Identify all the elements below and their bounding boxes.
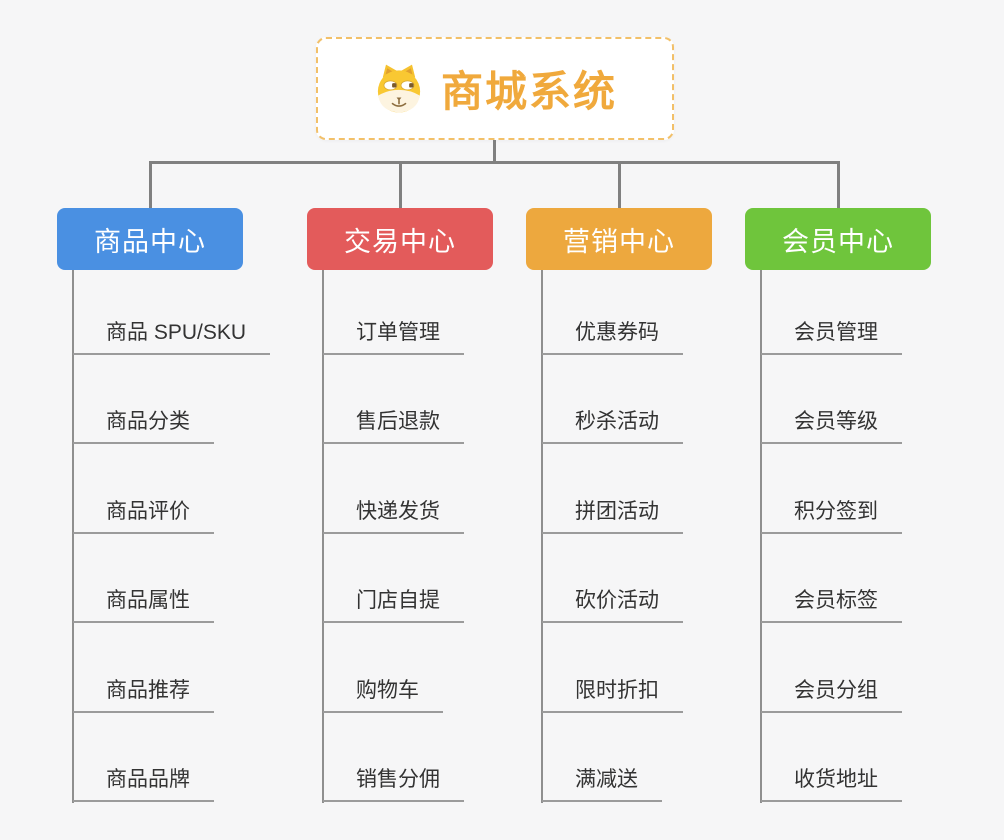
leaf-topic[interactable]: 优惠券码 — [542, 316, 683, 355]
connector-branch-spine — [322, 270, 324, 803]
branch-header[interactable]: 营销中心 — [526, 208, 712, 270]
leaf-row: 积分签到 — [761, 444, 991, 534]
root-topic[interactable]: 商城系统 — [316, 37, 674, 140]
leaf-topic[interactable]: 会员管理 — [761, 316, 902, 355]
leaf-row: 购物车 — [323, 623, 553, 713]
branch-header[interactable]: 交易中心 — [307, 208, 493, 270]
connector-drop — [836, 163, 840, 209]
leaf-topic[interactable]: 积分签到 — [761, 495, 902, 534]
leaf-row: 销售分佣 — [323, 713, 553, 802]
leaf-topic[interactable]: 会员分组 — [761, 674, 902, 713]
leaf-row: 会员等级 — [761, 355, 991, 444]
leaf-row: 限时折扣 — [542, 623, 772, 713]
leaf-topic[interactable]: 秒杀活动 — [542, 405, 683, 444]
leaf-row: 售后退款 — [323, 355, 553, 444]
connector-branch-spine — [541, 270, 543, 803]
branch-header[interactable]: 会员中心 — [745, 208, 931, 270]
leaf-row: 秒杀活动 — [542, 355, 772, 444]
leaf-row: 收货地址 — [761, 713, 991, 802]
connector-branch-spine — [760, 270, 762, 803]
leaf-topic[interactable]: 快递发货 — [323, 495, 464, 534]
root-topic-label: 商城系统 — [440, 68, 617, 115]
leaf-topic[interactable]: 商品属性 — [73, 584, 214, 623]
leaf-row: 商品品牌 — [73, 713, 303, 802]
leaf-topic[interactable]: 订单管理 — [323, 316, 464, 355]
leaf-row: 会员标签 — [761, 534, 991, 623]
leaf-topic[interactable]: 满减送 — [542, 763, 662, 802]
connector-drop — [398, 163, 402, 209]
branch-header[interactable]: 商品中心 — [57, 208, 243, 270]
leaf-topic[interactable]: 砍价活动 — [542, 584, 683, 623]
connector-root-stub — [493, 140, 496, 163]
leaf-row: 优惠券码 — [542, 265, 772, 355]
branch-leaves: 优惠券码秒杀活动拼团活动砍价活动限时折扣满减送 — [542, 265, 772, 802]
leaf-row: 满减送 — [542, 713, 772, 802]
leaf-topic[interactable]: 门店自提 — [323, 584, 464, 623]
leaf-row: 会员管理 — [761, 265, 991, 355]
leaf-topic[interactable]: 商品推荐 — [73, 674, 214, 713]
leaf-row: 快递发货 — [323, 444, 553, 534]
branch-leaves: 订单管理售后退款快递发货门店自提购物车销售分佣 — [323, 265, 553, 802]
leaf-row: 拼团活动 — [542, 444, 772, 534]
leaf-row: 商品 SPU/SKU — [73, 265, 303, 355]
leaf-row: 会员分组 — [761, 623, 991, 713]
shiba-dog-icon — [377, 64, 421, 113]
leaf-topic[interactable]: 会员标签 — [761, 584, 902, 623]
leaf-row: 商品推荐 — [73, 623, 303, 713]
connector-drop — [148, 163, 152, 209]
leaf-topic[interactable]: 销售分佣 — [323, 763, 464, 802]
leaf-topic[interactable]: 拼团活动 — [542, 495, 683, 534]
branch-leaves: 商品 SPU/SKU 商品分类商品评价商品属性商品推荐商品品牌 — [73, 265, 303, 802]
leaf-topic[interactable]: 购物车 — [323, 674, 443, 713]
leaf-row: 商品属性 — [73, 534, 303, 623]
leaf-row: 商品分类 — [73, 355, 303, 444]
leaf-row: 砍价活动 — [542, 534, 772, 623]
leaf-topic[interactable]: 商品评价 — [73, 495, 214, 534]
connector-drop — [617, 163, 621, 209]
connector-bus — [149, 161, 840, 164]
leaf-topic[interactable]: 收货地址 — [761, 763, 902, 802]
leaf-topic[interactable]: 商品品牌 — [73, 763, 214, 802]
branch-leaves: 会员管理会员等级积分签到会员标签会员分组收货地址 — [761, 265, 991, 802]
leaf-topic[interactable]: 售后退款 — [323, 405, 464, 444]
leaf-row: 商品评价 — [73, 444, 303, 534]
leaf-row: 订单管理 — [323, 265, 553, 355]
leaf-row: 门店自提 — [323, 534, 553, 623]
connector-branch-spine — [72, 270, 74, 803]
leaf-topic[interactable]: 商品 SPU/SKU — [73, 316, 271, 355]
leaf-topic[interactable]: 会员等级 — [761, 405, 902, 444]
leaf-topic[interactable]: 商品分类 — [73, 405, 214, 444]
leaf-topic[interactable]: 限时折扣 — [542, 674, 683, 713]
